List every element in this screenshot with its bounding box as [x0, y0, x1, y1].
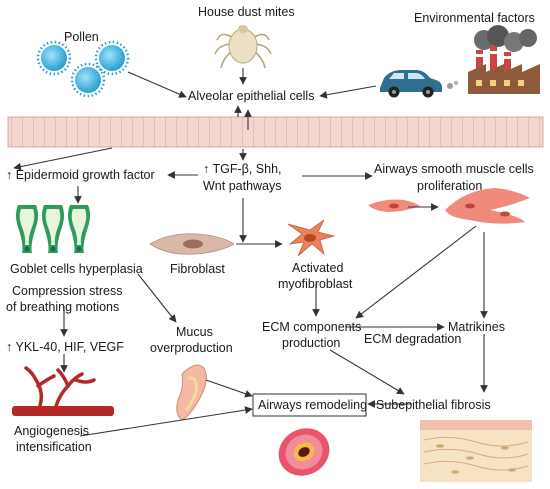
- house-dust-mites-label: House dust mites: [198, 5, 295, 19]
- fibroblast-icon: [149, 233, 235, 255]
- alveolar-epithelial-cells-label: Alveolar epithelial cells: [188, 89, 314, 103]
- goblet-cells-icon: [16, 205, 90, 253]
- myofibroblast-icon: [287, 219, 336, 257]
- angiogenesis-label: Angiogenesis: [14, 424, 89, 438]
- airways-remodeling-box: [252, 393, 367, 417]
- ecm-components-production-label-2: production: [282, 336, 340, 350]
- ecm-components-production-label: ECM components: [262, 320, 361, 334]
- smooth-muscle-icon: [368, 188, 530, 224]
- compression-stress-label-2: of breathing motions: [6, 300, 119, 314]
- fibroblast-label: Fibroblast: [170, 262, 225, 276]
- fibrosis-tissue-icon: [420, 420, 532, 482]
- angiogenesis-label-2: intensification: [16, 440, 92, 454]
- asm-proliferation-label-2: proliferation: [417, 179, 482, 193]
- matrikines-label: Matrikines: [448, 320, 505, 334]
- dust-mite-icon: [214, 25, 272, 69]
- environmental-factors-label: Environmental factors: [414, 11, 535, 25]
- epithelium-band: [7, 116, 544, 148]
- mucus-icon: [176, 364, 207, 421]
- goblet-hyperplasia-label: Goblet cells hyperplasia: [10, 262, 143, 276]
- subepithelial-fibrosis-label: Subepithelial fibrosis: [376, 398, 491, 412]
- epidermoid-growth-factor-label: ↑ Epidermoid growth factor: [6, 168, 155, 182]
- compression-stress-label: Compression stress: [12, 284, 122, 298]
- ykl-hif-vegf-label: ↑ YKL-40, HIF, VEGF: [6, 340, 124, 354]
- airways-remodeling-label: Airways remodeling: [258, 398, 367, 412]
- tgf-pathways-label: ↑ TGF-β, Shh,: [203, 162, 282, 176]
- ecm-degradation-label: ECM degradation: [364, 332, 461, 346]
- airway-cross-section-icon: [278, 428, 330, 476]
- mucus-overproduction-label-2: overproduction: [150, 341, 233, 355]
- pollen-label: Pollen: [64, 30, 99, 44]
- factory-icon: [468, 25, 540, 94]
- blood-vessel-icon: [12, 366, 114, 416]
- car-icon: [380, 70, 459, 98]
- pollen-icon: [36, 40, 130, 98]
- activated-myofibroblast-label: Activated: [292, 261, 343, 275]
- activated-myofibroblast-label-2: myofibroblast: [278, 277, 353, 291]
- tgf-pathways-label-2: Wnt pathways: [203, 179, 282, 193]
- mucus-overproduction-label: Mucus: [176, 325, 213, 339]
- asm-proliferation-label: Airways smooth muscle cells: [374, 162, 534, 176]
- arrows: [13, 68, 488, 437]
